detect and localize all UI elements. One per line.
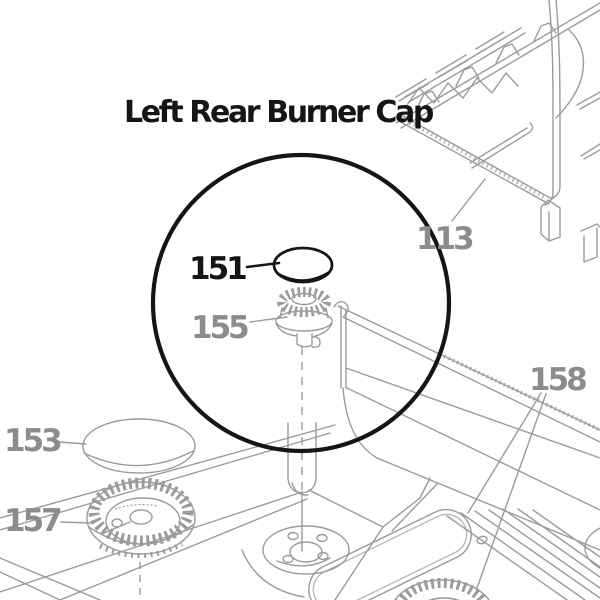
part-label-158[interactable]: 158	[529, 362, 588, 398]
leader-lines	[58, 178, 547, 589]
leader-155	[249, 316, 288, 323]
part-label-153[interactable]: 153	[4, 423, 63, 459]
burner-cap-153-drawing[interactable]	[82, 418, 196, 474]
burner-grate-113-drawing	[395, 0, 600, 263]
part-label-157[interactable]: 157	[4, 503, 63, 539]
front-right-burner-drawing	[394, 578, 490, 600]
leader-113	[451, 178, 486, 222]
part-label-151[interactable]: 151	[189, 251, 248, 287]
deck-groove-lines	[446, 508, 600, 600]
burner-head-155-drawing[interactable]	[275, 287, 333, 348]
leader-157	[60, 521, 92, 524]
cooktop-drawing	[0, 300, 600, 600]
leader-158-to-oval	[467, 392, 542, 514]
recessed-burner-base-drawing	[241, 525, 350, 598]
oval-burner-cover-drawing	[308, 508, 472, 600]
magnifier-callout-circle	[150, 152, 452, 454]
burner-cap-151-drawing[interactable]	[272, 246, 334, 284]
part-label-155[interactable]: 155	[191, 310, 250, 346]
part-label-113[interactable]: 113	[416, 221, 475, 257]
right-edge-burner-base-drawing	[584, 527, 600, 569]
leader-153	[58, 441, 87, 445]
page-title: Left Rear Burner Cap	[124, 95, 434, 130]
leader-158-to-burner	[476, 393, 547, 589]
burner-base-157-drawing[interactable]	[86, 477, 196, 558]
leader-151	[245, 261, 281, 269]
